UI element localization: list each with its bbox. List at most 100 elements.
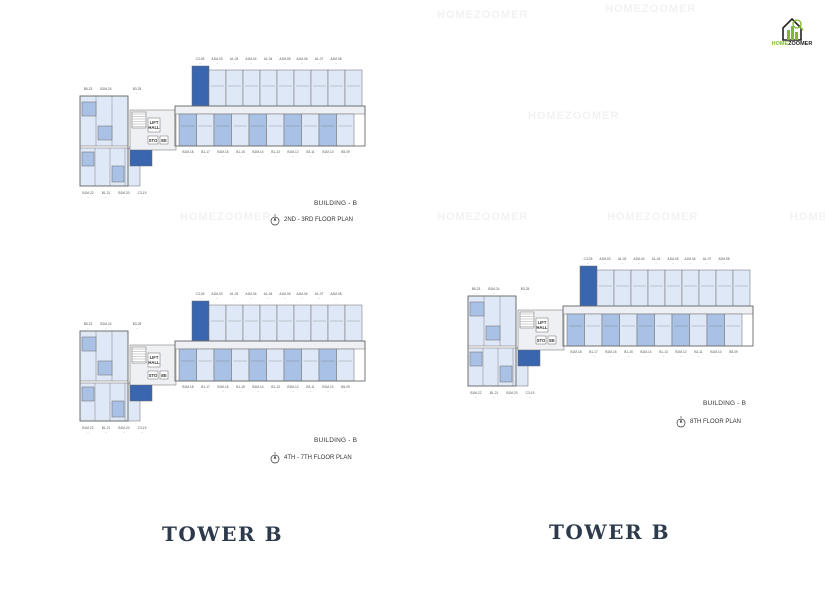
unit-label: B1M-20 xyxy=(506,391,517,395)
unit-label: B1M-16 xyxy=(605,350,616,354)
unit xyxy=(242,69,261,107)
floor-plan-2nd-3rd: B5-23--B1M-24--B3-25--B1M-22--B1-21--B1M… xyxy=(75,48,366,199)
unit-label: -- xyxy=(475,292,477,295)
room-label-sto: STO xyxy=(149,373,158,378)
unit-label: B1M-10 xyxy=(322,150,333,154)
unit-label: B1M-24 xyxy=(100,87,111,91)
unit xyxy=(208,304,227,342)
unit xyxy=(301,113,320,147)
unit xyxy=(266,348,285,382)
unit-label: -- xyxy=(233,297,235,300)
unit-label: -- xyxy=(284,62,286,65)
unit-label: -- xyxy=(105,327,107,330)
unit-label: B1-15 xyxy=(236,150,245,154)
unit xyxy=(689,313,708,347)
unit-label: -- xyxy=(723,262,725,265)
unit-label: -- xyxy=(216,62,218,65)
ee-room xyxy=(159,370,169,380)
unit-label: -- xyxy=(187,390,189,393)
unit-label: B1M-18 xyxy=(182,150,193,154)
unit-label: -- xyxy=(655,262,657,265)
unit xyxy=(242,304,261,342)
room xyxy=(111,165,125,183)
unit-label: -- xyxy=(275,155,277,158)
building-label: BUILDING - B xyxy=(314,200,358,207)
unit-label: C3-19 xyxy=(526,391,535,395)
unit-label: -- xyxy=(136,327,138,330)
unit-label: -- xyxy=(87,327,89,330)
unit xyxy=(724,313,743,347)
room-label-lift: LIFT xyxy=(150,355,159,360)
north-compass-icon: N xyxy=(270,452,280,464)
unit-label: A1M-04 xyxy=(245,57,256,61)
unit-label: A2M-08 xyxy=(718,257,729,261)
unit-label: -- xyxy=(621,262,623,265)
unit-label: B1M-12 xyxy=(675,350,686,354)
unit-label: C3-19 xyxy=(138,191,147,195)
unit-label: A1M-05 xyxy=(667,257,678,261)
floor-plan-drawing: B5-23--B1M-24--B3-25--B1M-22--B1-21--B1M… xyxy=(79,57,366,199)
unit-label: B3-11 xyxy=(306,385,314,389)
unit xyxy=(283,348,302,382)
unit-label: -- xyxy=(240,390,242,393)
brand-name-part2: ZOOMER xyxy=(788,41,813,47)
unit xyxy=(601,313,620,347)
unit-label: B1-17 xyxy=(201,385,210,389)
unit-label: B3-11 xyxy=(306,150,314,154)
unit-label: A1M-06 xyxy=(296,292,307,296)
unit-label: -- xyxy=(105,92,107,95)
unit-label: B1-15 xyxy=(624,350,633,354)
unit-highlight-c3-05 xyxy=(191,300,210,342)
outer-wall xyxy=(79,330,129,422)
corridor xyxy=(174,340,366,350)
unit-label: A1-03 xyxy=(618,257,627,261)
unit-label: A1M-06 xyxy=(684,257,695,261)
tower-title-left: TOWER B xyxy=(162,522,283,546)
brand-name-part1: HOME xyxy=(771,41,789,47)
unit-label: -- xyxy=(672,262,674,265)
unit-label: B3-11 xyxy=(694,350,702,354)
unit xyxy=(310,304,329,342)
unit-label: -- xyxy=(257,390,259,393)
room-label-lift: LIFT xyxy=(538,320,547,325)
unit-label: A1-07 xyxy=(315,292,324,296)
house-zoom-icon xyxy=(782,17,804,41)
watermark: HOMEZOOMER xyxy=(607,211,699,223)
unit-label: -- xyxy=(715,355,717,358)
unit xyxy=(647,269,666,307)
unit xyxy=(327,69,346,107)
unit-label: -- xyxy=(199,62,201,65)
room xyxy=(469,301,485,317)
unit-label: B1M-18 xyxy=(182,385,193,389)
floor-plan-drawing: B5-23--B1M-24--B3-25--B1M-22--B1-21--B1M… xyxy=(79,292,366,434)
unit-label: B5-23 xyxy=(84,87,93,91)
unit-label: -- xyxy=(310,390,312,393)
floor-plan-name: 8TH FLOOR PLAN xyxy=(690,419,742,425)
unit-label: B1-21 xyxy=(490,391,499,395)
unit-label: B1M-20 xyxy=(118,426,129,430)
unit xyxy=(327,304,346,342)
unit xyxy=(698,269,717,307)
unit xyxy=(208,69,227,107)
unit-label: -- xyxy=(345,390,347,393)
unit-label: A1-04 xyxy=(264,292,273,296)
north-compass-icon: N xyxy=(270,214,280,226)
room-label-sto: STO xyxy=(149,138,158,143)
watermark: HOMEZOOMER xyxy=(180,211,272,223)
svg-text:N: N xyxy=(680,416,682,419)
watermark: HOMEZOOMER xyxy=(605,3,697,15)
room xyxy=(81,151,95,167)
unit-label: -- xyxy=(284,297,286,300)
unit-label: -- xyxy=(706,262,708,265)
unit-highlight-c3-05 xyxy=(191,65,210,107)
unit-label: C3-19 xyxy=(138,426,147,430)
unit-label: B1M-14 xyxy=(252,150,263,154)
unit-label: -- xyxy=(141,431,143,434)
unit xyxy=(259,69,278,107)
unit-label: -- xyxy=(257,155,259,158)
unit-label: -- xyxy=(141,196,143,199)
room xyxy=(111,400,125,418)
unit-label: -- xyxy=(645,355,647,358)
unit xyxy=(732,269,751,307)
outer-wall xyxy=(79,95,129,187)
